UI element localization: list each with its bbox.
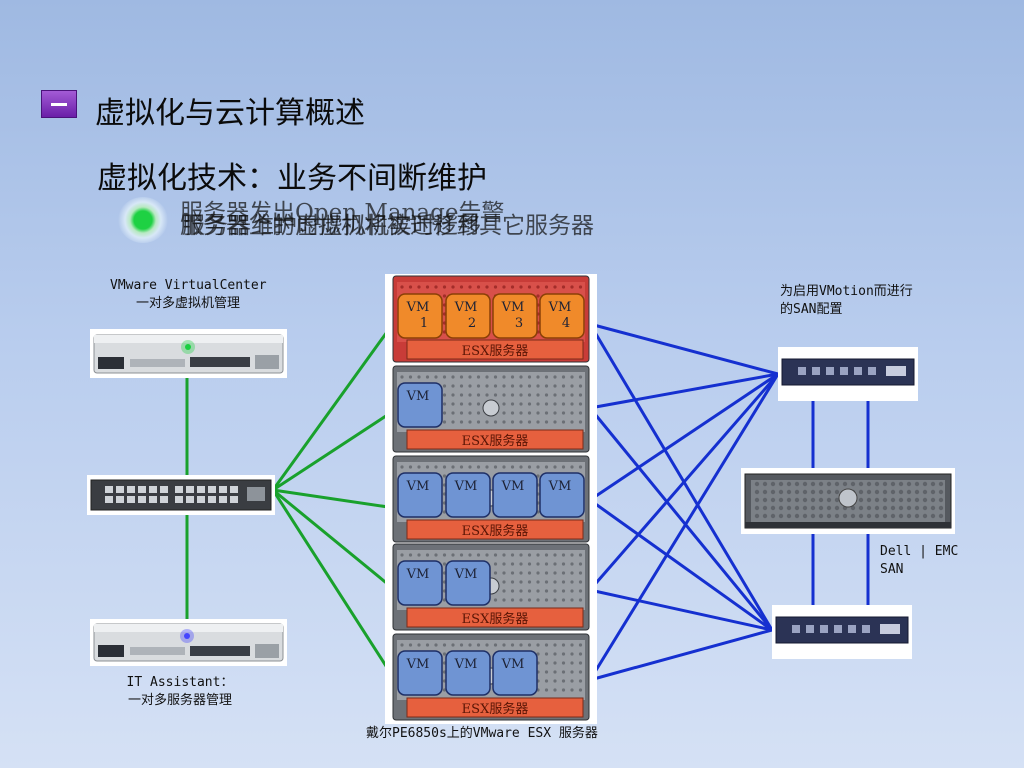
status-led-blue [184, 633, 190, 639]
vm-box: VM3 [492, 293, 538, 339]
svg-text:3: 3 [515, 316, 523, 331]
bottom-caption: 戴尔PE6850s上的VMware ESX 服务器 [366, 726, 598, 741]
vm-box: VM [397, 560, 443, 606]
switch-to-esx4-link [272, 488, 396, 592]
svg-text:VM: VM [454, 300, 478, 315]
svg-text:VM: VM [406, 479, 430, 494]
status-led-green [185, 344, 191, 350]
esx-label: ESX服务器 [462, 433, 529, 449]
svg-text:VM: VM [406, 657, 430, 672]
animated-text-line-3: 服务器维护时虚拟机实时迁移 [182, 213, 481, 239]
svg-text:2: 2 [468, 316, 476, 331]
switch-to-esx2-link [272, 408, 396, 492]
esx-bar [406, 607, 584, 628]
esx-label: ESX服务器 [462, 611, 529, 627]
svg-text:VM: VM [501, 479, 525, 494]
vm-box: VM [492, 650, 538, 696]
switch-to-esx1-link [271, 324, 394, 491]
esx-server-5: ESX服务器 VM VM VM [392, 633, 590, 721]
vm-box: VM [445, 650, 491, 696]
switch-to-esx3-link [272, 488, 396, 510]
esx-bar [406, 339, 584, 360]
itassistant-server [90, 619, 287, 666]
san-switch-bottom [772, 605, 912, 659]
svg-text:VM: VM [501, 657, 525, 672]
vm-box: VM1 [397, 293, 443, 339]
svg-text:VM: VM [406, 389, 430, 404]
vm-box: VM [397, 650, 443, 696]
svg-text:VM: VM [548, 479, 572, 494]
vm-box: VM [397, 382, 443, 428]
svg-text:VM: VM [454, 479, 478, 494]
svg-text:4: 4 [562, 316, 570, 331]
animated-text-line-1: 服务器发出Open Manage告警 [180, 200, 505, 226]
vm-box: VM [397, 472, 443, 518]
animated-text-line-2: 服务器上的虚拟机将被迁移到其它服务器 [180, 213, 594, 239]
esx-label: ESX服务器 [462, 523, 529, 539]
esx-bar [406, 519, 584, 540]
title-marker-icon [41, 90, 77, 118]
dell-emc-san-storage [741, 468, 955, 534]
esx-server-3: ESX服务器 VM VM VM VM [392, 455, 590, 543]
vm-box: VM4 [539, 293, 585, 339]
network-switch [87, 475, 275, 515]
vm-box: VM2 [445, 293, 491, 339]
esx-bar [406, 697, 584, 718]
green-bullet-icon [118, 197, 168, 243]
san-links [588, 322, 870, 682]
svg-text:VM: VM [548, 300, 572, 315]
san-switch-top [778, 347, 918, 401]
svg-text:VM: VM [454, 567, 478, 582]
page-title: 虚拟化与云计算概述 [95, 96, 365, 131]
esx-label: ESX服务器 [462, 701, 529, 717]
vm-box: VM [445, 472, 491, 518]
svg-text:VM: VM [501, 300, 525, 315]
esx-bar [406, 429, 584, 450]
esx-label: ESX服务器 [462, 343, 529, 359]
svg-text:VM: VM [406, 300, 430, 315]
page-subtitle: 虚拟化技术：业务不间断维护 [97, 161, 487, 196]
svg-text:VM: VM [454, 657, 478, 672]
esx-server-2: ESX服务器 VM [392, 365, 590, 453]
vm-box: VM [539, 472, 585, 518]
vm-box: VM [492, 472, 538, 518]
itassistant-label: IT Assistant：一对多服务器管理 [126, 675, 234, 708]
svg-text:VM: VM [406, 567, 430, 582]
virtualcenter-server [90, 329, 287, 378]
esx-server-4: ESX服务器 VM VM [392, 543, 590, 631]
management-links [185, 324, 397, 681]
switch-to-esx5-link [271, 489, 397, 681]
svg-text:1: 1 [420, 316, 428, 331]
san-config-label: 为启用VMotion而进行的SAN配置 [780, 284, 913, 317]
vm-box: VM [445, 560, 491, 606]
